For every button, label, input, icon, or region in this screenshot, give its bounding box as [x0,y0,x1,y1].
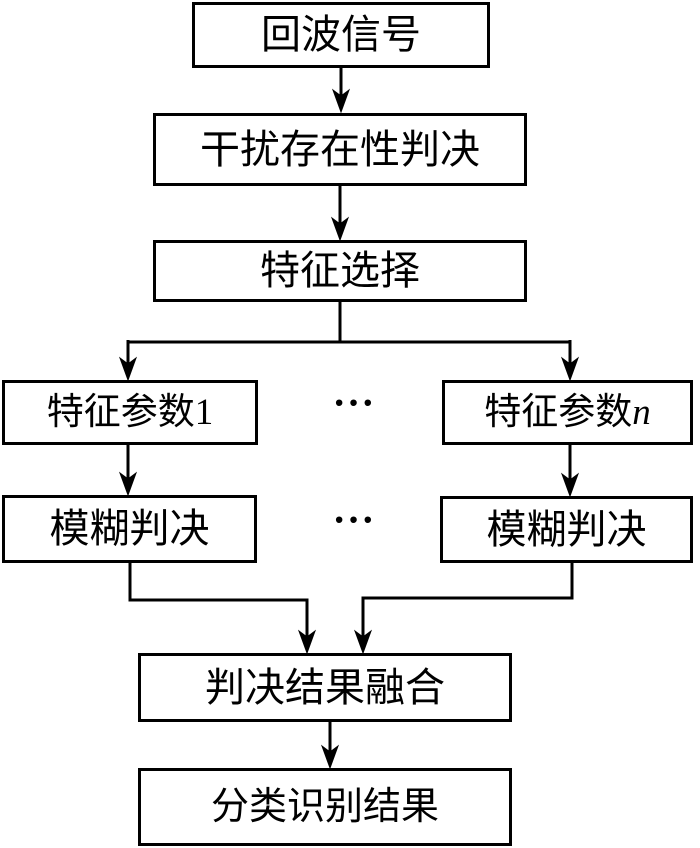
node-classification-result: 分类识别结果 [138,768,512,846]
arrow-echo-to-interference [331,68,351,114]
node-echo-signal-label: 回波信号 [261,12,421,57]
node-fuzzy-decision-1-label: 模糊判决 [49,506,210,551]
node-feature-param-n-label: 特征参数 [484,392,633,433]
node-fuzzy-decision-n: 模糊判决 [440,496,693,563]
arrow-fusion-to-result [320,722,340,770]
node-interference-decision: 干扰存在性判决 [153,113,527,186]
arrow-interference-to-feature-selection [330,186,350,242]
node-feature-selection: 特征选择 [153,240,527,302]
node-interference-decision-label: 干扰存在性判决 [200,126,480,172]
arrow-branch-feature-selection [118,302,580,382]
node-fuzzy-decision-n-label: 模糊判决 [486,506,647,552]
node-fuzzy-decision-1: 模糊判决 [2,495,257,563]
arrow-fuzzy1-to-fusion [128,563,317,655]
node-echo-signal: 回波信号 [192,2,490,68]
node-feature-param-1-label: 特征参数1 [46,392,214,433]
node-feature-param-1: 特征参数1 [2,380,258,445]
ellipsis-feature-params: ··· [332,379,376,425]
node-classification-result-label: 分类识别结果 [210,786,439,828]
node-feature-param-n-variable: n [632,392,651,433]
arrow-param1-to-fuzzy1 [118,445,138,497]
arrow-fuzzyn-to-fusion [353,563,574,655]
node-feature-selection-label: 特征选择 [260,248,420,293]
node-decision-fusion: 判决结果融合 [138,653,512,722]
arrow-paramn-to-fuzzyn [560,445,580,498]
node-decision-fusion-label: 判决结果融合 [205,664,445,710]
ellipsis-fuzzy-decisions: ··· [332,496,376,542]
